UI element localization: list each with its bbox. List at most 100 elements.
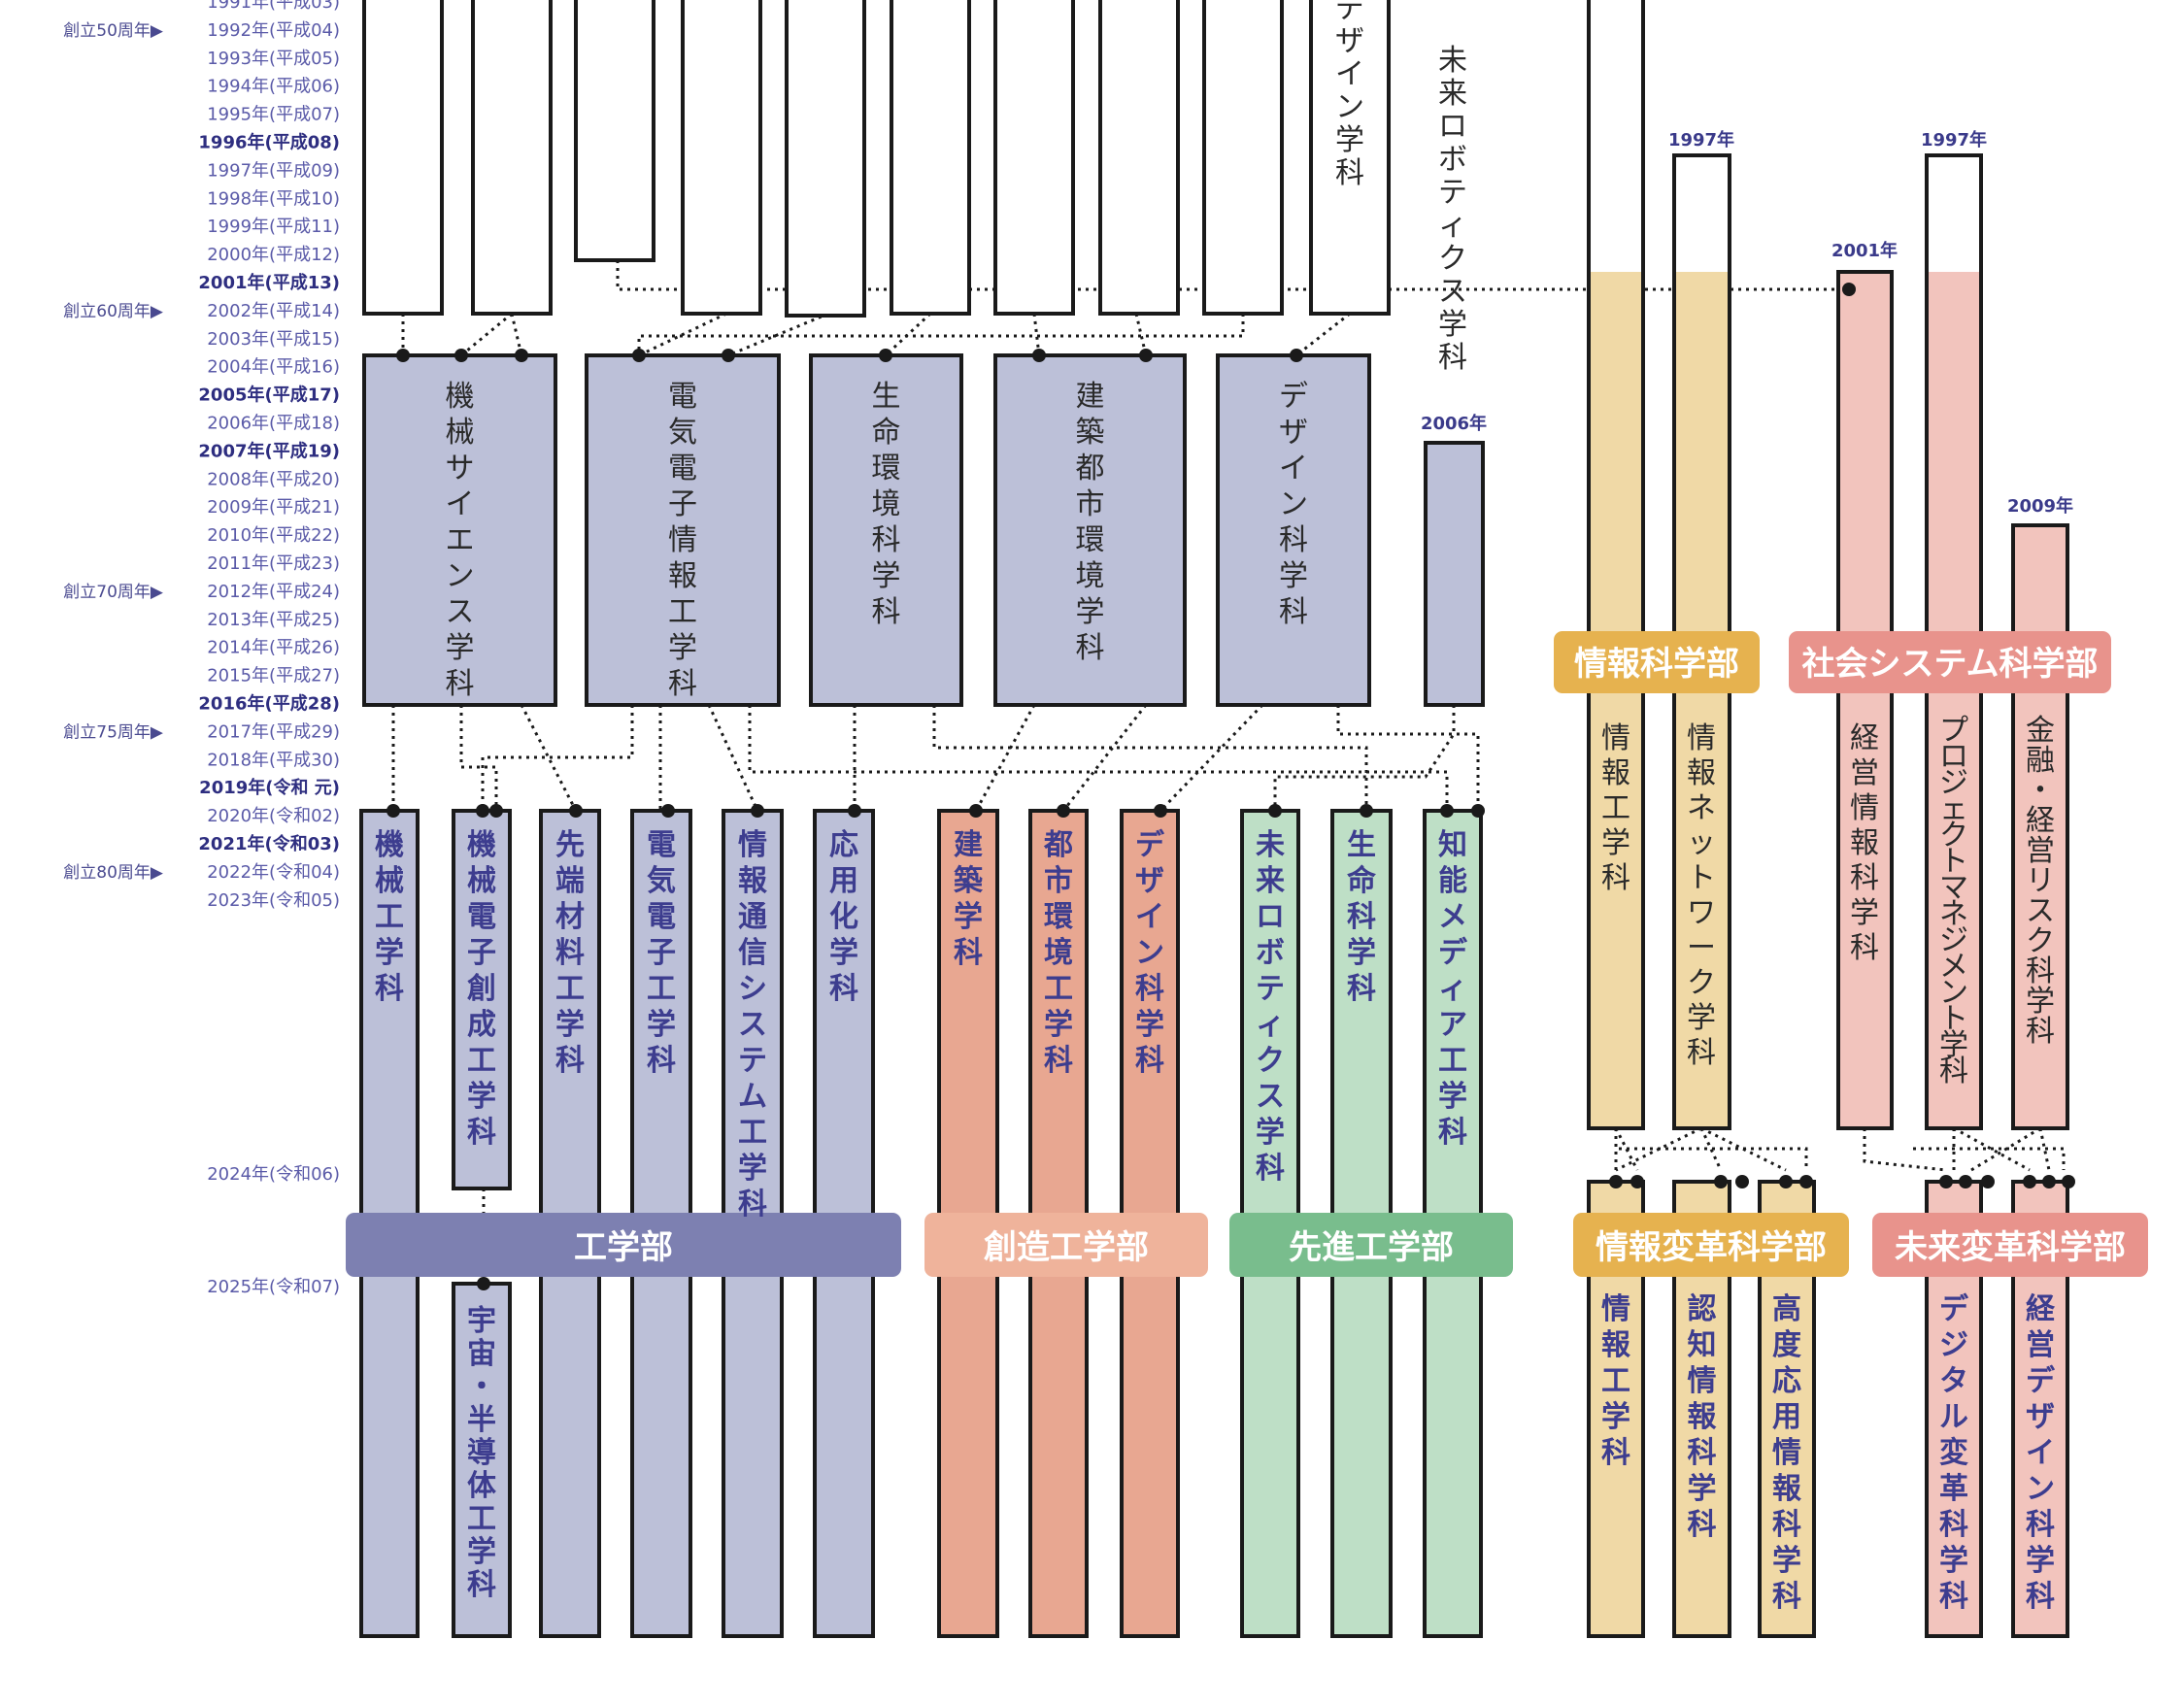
faculty-label-box — [1872, 1213, 2148, 1277]
year-label: 2008年(平成20) — [207, 469, 340, 489]
connector-line — [884, 312, 932, 357]
year-label: 2005年(平成17) — [198, 385, 340, 406]
info-department-name: 情報工学科 — [1601, 721, 1630, 895]
department-box — [809, 353, 963, 707]
former-department-column — [993, 0, 1075, 316]
year-label: 2015年(平成27) — [207, 666, 340, 686]
department-name: 機械工学科 — [375, 828, 404, 1006]
connector-dot — [477, 1277, 490, 1290]
year-label: 2013年(平成25) — [207, 610, 340, 630]
faculty-label: 情報科学部 — [1574, 645, 1739, 684]
connector-line — [1913, 1147, 2066, 1170]
former-department-name: 未来ロボティクス学科 — [1438, 44, 1467, 375]
department-name: 電気電子情報工学科 — [668, 380, 697, 701]
department-name: 機械サイエンス学科 — [446, 380, 475, 701]
year-label: 2021年(令和03) — [198, 833, 340, 854]
start-year-label: 1997年 — [1668, 129, 1734, 151]
former-department-column — [1202, 0, 1284, 316]
year-label: 2006年(平成18) — [207, 414, 340, 434]
former-department-column — [1098, 0, 1180, 316]
start-year-label: 2001年 — [1831, 240, 1898, 261]
year-label: 1991年(平成03) — [207, 0, 340, 13]
connector-line — [932, 705, 1368, 811]
year-label: 1992年(平成04) — [207, 20, 340, 41]
anniversary-label: 創立80周年▶ — [63, 863, 164, 883]
faculty-label-box — [1229, 1213, 1513, 1277]
year-label: 2007年(平成19) — [198, 440, 340, 461]
connector-line — [1614, 1128, 1808, 1170]
year-label: 2003年(平成15) — [207, 329, 340, 350]
faculty-label: 社会システム科学部 — [1802, 645, 2099, 684]
social-department-name: 経営情報科学科 — [1850, 721, 1879, 965]
department-column — [452, 809, 512, 1190]
faculty-label-box — [1789, 631, 2111, 693]
column-color-part — [1589, 272, 1643, 1128]
faculty-label: 情報変革科学部 — [1596, 1228, 1827, 1267]
connector-dot — [1609, 1175, 1623, 1188]
year-label: 1994年(平成06) — [207, 77, 340, 97]
department-name: 建築学科 — [954, 828, 984, 970]
year-label: 2020年(令和02) — [207, 806, 340, 826]
connector-line — [1863, 1128, 1947, 1172]
department-name: デザイン科学科 — [1135, 828, 1165, 1078]
department-name: 先端材料工学科 — [555, 828, 585, 1078]
column-white-part — [1674, 155, 1730, 272]
department-name: 知能メディア工学科 — [1438, 828, 1468, 1150]
department-name: 高度応用情報科学科 — [1772, 1292, 1802, 1614]
connector-line — [1061, 704, 1148, 812]
year-label: 2017年(平成29) — [207, 721, 340, 742]
connector-dot — [879, 349, 892, 362]
connector-line — [974, 704, 1036, 812]
connector-dot — [515, 349, 528, 362]
former-department-column — [785, 0, 866, 318]
year-label: 2001年(平成13) — [198, 272, 340, 293]
department-name: 経営デザイン科学科 — [2026, 1292, 2056, 1614]
anniversary-label: 創立50周年▶ — [63, 21, 164, 41]
connector-line — [727, 312, 829, 357]
connector-dot — [1268, 804, 1282, 818]
connector-line — [459, 705, 498, 811]
year-label: 2016年(平成28) — [198, 693, 340, 715]
connector-dot — [1139, 349, 1153, 362]
department-name: 生命環境科学科 — [872, 380, 901, 629]
department-name: 認知情報科学科 — [1688, 1292, 1718, 1542]
connector-dot — [661, 804, 675, 818]
department-name: デジタル変革科学科 — [1939, 1292, 1969, 1614]
connector-line — [1953, 1126, 2031, 1172]
department-name: 電気電子工学科 — [647, 828, 676, 1078]
connector-line — [1970, 1126, 2041, 1172]
connector-line — [748, 705, 1449, 811]
year-label: 1996年(平成08) — [198, 132, 340, 153]
connector-dot — [1799, 1175, 1813, 1188]
department-name: 建築都市環境学科 — [1076, 380, 1105, 665]
connector-dot — [1842, 283, 1856, 296]
connector-dot — [1290, 349, 1303, 362]
year-label: 2022年(令和04) — [207, 862, 340, 883]
connector-line — [1159, 703, 1264, 813]
connector-line — [1336, 705, 1480, 811]
connector-dot — [1154, 804, 1167, 818]
year-label: 2025年(令和07) — [207, 1277, 340, 1297]
anniversary-label: 創立60周年▶ — [63, 302, 164, 321]
former-department-column — [890, 0, 971, 316]
connector-dot — [1057, 804, 1070, 818]
connector-dot — [569, 804, 583, 818]
year-label: 2000年(平成12) — [207, 245, 340, 265]
year-label: 2002年(平成14) — [207, 301, 340, 321]
department-name: 都市環境工学科 — [1043, 828, 1074, 1078]
connector-dot — [1779, 1175, 1793, 1188]
connector-dot — [1735, 1175, 1749, 1188]
year-label: 2010年(平成22) — [207, 525, 340, 546]
department-box — [585, 353, 781, 707]
year-label: 2023年(令和05) — [207, 890, 340, 911]
department-name: 情報通信システム工学科 — [738, 828, 768, 1222]
department-name: 宇宙・半導体工学科 — [467, 1304, 497, 1602]
column-color-part — [1674, 272, 1730, 1128]
connector-dot — [1981, 1175, 1995, 1188]
year-label: 2018年(平成30) — [207, 750, 340, 770]
department-name: デザイン科学科 — [1279, 380, 1308, 629]
column-color-part — [1927, 272, 1981, 1128]
faculty-label-box — [924, 1213, 1208, 1277]
social-department-column — [1836, 270, 1894, 1130]
connector-dot — [722, 349, 735, 362]
